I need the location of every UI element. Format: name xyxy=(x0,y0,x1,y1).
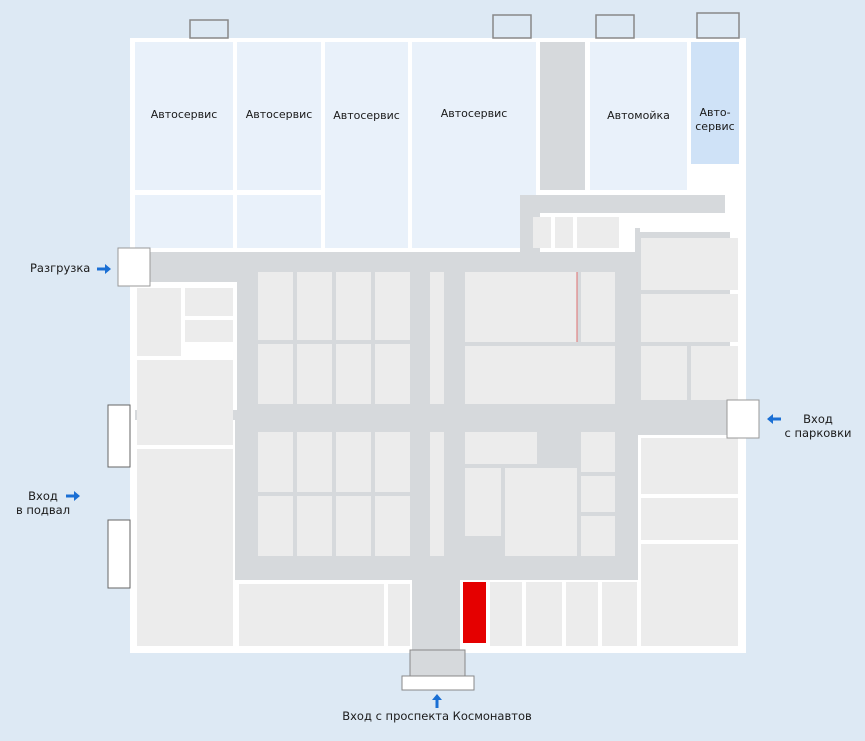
room xyxy=(691,346,738,400)
hall-service-3[interactable] xyxy=(325,42,408,248)
main-entrance-vestibule xyxy=(409,649,466,677)
room xyxy=(137,449,233,646)
label-service-small-1: Авто- xyxy=(699,106,731,119)
room xyxy=(641,346,687,400)
label-car-wash: Автомойка xyxy=(607,109,670,122)
label-service-4: Автосервис xyxy=(440,107,508,120)
label-service-small-2: сервис xyxy=(695,120,735,133)
room xyxy=(581,272,615,342)
room xyxy=(581,516,615,556)
room xyxy=(375,432,410,492)
corridor-top-strip xyxy=(520,195,725,213)
room xyxy=(602,582,637,646)
corridor-horizontal-mid xyxy=(237,405,727,430)
room xyxy=(297,272,332,340)
stairs-left xyxy=(107,404,131,468)
room xyxy=(185,320,233,342)
corridor-vertical-right xyxy=(618,252,638,580)
room xyxy=(465,468,501,536)
room xyxy=(641,238,738,290)
room xyxy=(375,496,410,556)
right-arrow-icon xyxy=(97,264,111,274)
hall-service-1[interactable] xyxy=(135,42,233,190)
room xyxy=(297,496,332,556)
room xyxy=(258,432,293,492)
room xyxy=(258,272,293,340)
room xyxy=(239,584,384,646)
room xyxy=(430,272,444,404)
label-basement-1: Вход xyxy=(28,489,58,503)
room xyxy=(533,217,551,248)
room xyxy=(375,344,410,404)
room xyxy=(490,582,522,646)
gate-2 xyxy=(492,14,532,39)
gate-3 xyxy=(595,14,635,39)
label-main-entrance: Вход с проспекта Космонавтов xyxy=(342,709,532,723)
label-service-2: Автосервис xyxy=(245,108,313,121)
unloading-door xyxy=(117,247,151,287)
room xyxy=(336,432,371,492)
hall-service-1-lower xyxy=(135,195,233,248)
hall-service-small[interactable] xyxy=(691,42,739,164)
room xyxy=(505,468,577,556)
room xyxy=(388,584,410,646)
room xyxy=(465,432,537,464)
hall-service-4[interactable] xyxy=(412,42,536,248)
up-arrow-icon xyxy=(432,694,442,708)
room xyxy=(185,288,233,316)
room xyxy=(258,496,293,556)
room xyxy=(336,344,371,404)
left-arrow-icon xyxy=(767,414,781,424)
room xyxy=(641,438,738,494)
label-unloading: Разгрузка xyxy=(30,261,91,275)
label-parking-2: с парковки xyxy=(784,426,852,440)
hall-service-2[interactable] xyxy=(237,42,321,190)
gate-4 xyxy=(696,12,740,39)
room xyxy=(137,288,181,356)
room xyxy=(336,496,371,556)
corridor-bottom xyxy=(237,560,637,580)
room xyxy=(566,582,598,646)
room xyxy=(137,360,233,445)
stair-block xyxy=(540,42,585,190)
stairs-left-2 xyxy=(107,519,131,589)
room xyxy=(577,217,619,248)
room xyxy=(641,544,738,646)
room xyxy=(297,432,332,492)
room xyxy=(258,344,293,404)
main-entrance-step xyxy=(401,675,475,691)
room xyxy=(465,346,615,404)
label-service-1: Автосервис xyxy=(150,108,218,121)
room xyxy=(375,272,410,340)
hall-service-2-lower xyxy=(237,195,321,248)
room xyxy=(641,294,738,342)
room xyxy=(641,498,738,540)
label-parking-1: Вход xyxy=(803,412,833,426)
gate-1 xyxy=(189,19,229,39)
room xyxy=(336,272,371,340)
room xyxy=(555,217,573,248)
parking-door xyxy=(726,399,760,439)
label-service-3: Автосервис xyxy=(333,109,400,122)
room xyxy=(581,476,615,512)
room xyxy=(297,344,332,404)
room xyxy=(581,432,615,472)
label-basement-2: в подвал xyxy=(15,503,71,517)
right-arrow-icon xyxy=(66,491,80,501)
hall-car-wash[interactable] xyxy=(590,42,687,190)
room xyxy=(465,272,577,342)
room xyxy=(526,582,562,646)
room-highlighted[interactable] xyxy=(463,582,486,643)
room xyxy=(430,432,444,556)
